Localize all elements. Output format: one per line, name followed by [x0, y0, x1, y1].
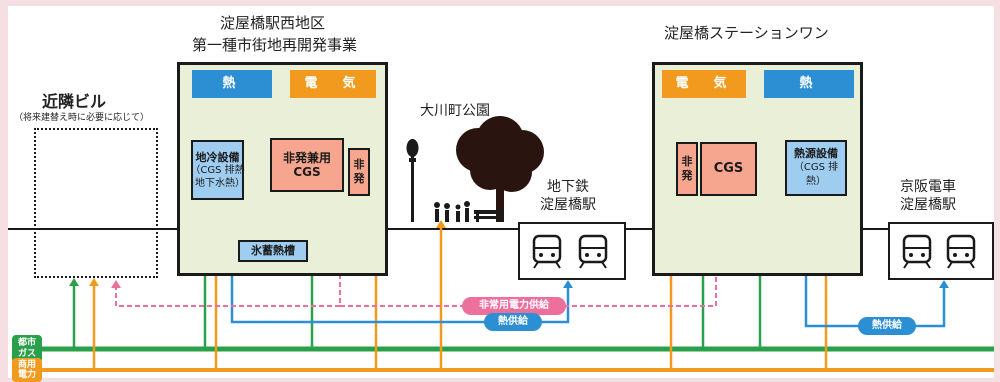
- ice-storage-tank: 氷蓄熱槽: [238, 240, 308, 262]
- west-dhc-unit-sub: （CGS 排熱 ･地下水熱）: [190, 164, 245, 189]
- east-heat-source-label: 熱源設備: [794, 147, 838, 160]
- keihan-train-icons: [902, 234, 976, 269]
- west-electricity-header: 電 気: [290, 70, 376, 98]
- commercial-power-label: 商用 電力: [12, 358, 42, 382]
- heat-supply-label-west: 熱供給: [484, 313, 542, 331]
- west-cgs-unit: 非発兼用 CGS: [270, 138, 344, 192]
- east-cgs-unit: CGS: [700, 142, 757, 196]
- east-heat-source-sub: （CGS 排熱）: [793, 162, 839, 187]
- east-electricity-header: 電 気: [662, 70, 746, 98]
- train-icon: [578, 234, 608, 269]
- bench-icon: [474, 210, 504, 222]
- heat-supply-label-east: 熱供給: [858, 317, 916, 335]
- subway-train-icons: [532, 234, 608, 269]
- train-icon: [946, 234, 976, 269]
- street-lamp-icon: [406, 139, 419, 222]
- train-icon: [532, 234, 562, 269]
- emergency-power-label: 非常用電力供給: [462, 297, 566, 315]
- east-emergency-unit: 非 発: [676, 142, 698, 196]
- subway-station-name: 地下鉄 淀屋橋駅: [540, 179, 596, 213]
- east-heat-source-unit: 熱源設備 （CGS 排熱）: [785, 140, 847, 196]
- east-project-title: 淀屋橋ステーションワン: [664, 24, 829, 42]
- left-building-note: （将来建替え時に必要に応じて）: [14, 113, 150, 123]
- keihan-station-name: 京阪電車 淀屋橋駅: [900, 179, 956, 213]
- west-project-title-line1: 淀屋橋駅西地区: [220, 14, 326, 32]
- train-icon: [902, 234, 932, 269]
- west-dhc-unit: 地冷設備 （CGS 排熱 ･地下水熱）: [190, 140, 245, 200]
- keihan-station-box: [888, 222, 994, 280]
- west-dhc-unit-label: 地冷設備: [195, 150, 240, 164]
- left-building-outline: [34, 128, 158, 278]
- west-heat-header: 熱: [192, 70, 272, 98]
- tree-icon: [456, 116, 544, 222]
- people-icon: [434, 201, 470, 222]
- park-name: 大川町公園: [420, 103, 490, 119]
- west-emergency-unit: 非 発: [348, 148, 370, 196]
- east-heat-header: 熱: [764, 70, 854, 98]
- left-building-name: 近隣ビル: [42, 92, 107, 111]
- west-project-title-line2: 第一種市街地再開発事業: [192, 36, 358, 54]
- subway-station-box: [518, 222, 626, 280]
